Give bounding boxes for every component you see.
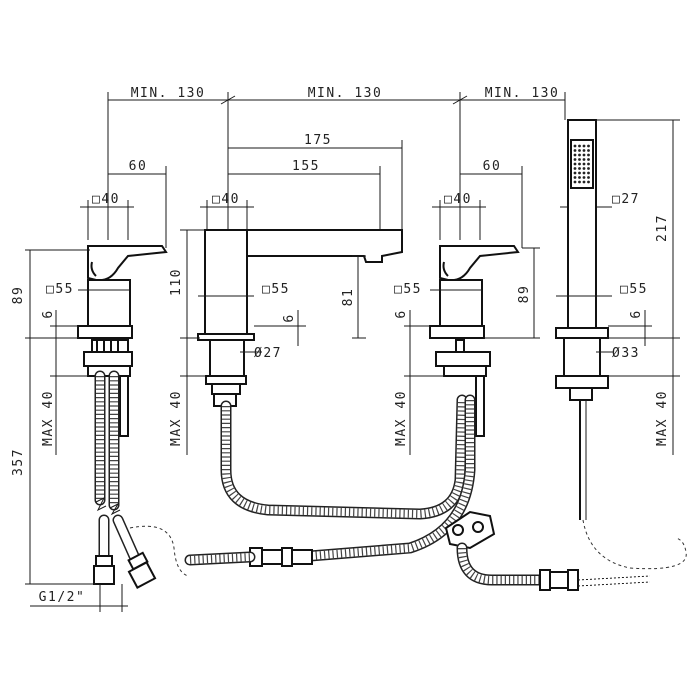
nozzle-dot — [582, 176, 586, 179]
base-h-right: 6 — [394, 309, 409, 318]
nozzle-dot — [587, 144, 590, 148]
left-vertical-dimensions: 89 357 6 MAX 40 □55 G1/2" — [11, 249, 130, 612]
right-valve — [429, 245, 520, 437]
connection-thread: G1/2" — [39, 590, 86, 605]
spout-reach-155: 155 — [292, 159, 320, 174]
base-sq-right-a: □55 — [394, 282, 422, 297]
base-h-left: 6 — [41, 309, 56, 318]
left-hoses — [93, 370, 157, 589]
nozzle-dot — [587, 149, 590, 152]
max-right: MAX 40 — [394, 390, 409, 446]
nozzle-dot — [582, 149, 586, 152]
shower-height: 217 — [655, 214, 670, 242]
nozzle-dot — [578, 176, 581, 179]
height-left: 89 — [11, 286, 26, 305]
max-shower: MAX 40 — [655, 390, 670, 446]
base-h-spout: 6 — [282, 313, 297, 322]
spout — [197, 229, 403, 407]
max-spout: MAX 40 — [169, 390, 184, 446]
hand-shower — [555, 119, 609, 401]
mixer-hose — [129, 394, 476, 577]
nozzle-dot — [587, 162, 590, 166]
nozzle-dot — [578, 171, 581, 175]
base-sq-spout: □55 — [262, 282, 290, 297]
nozzle-dot — [578, 158, 581, 161]
min-spacing-label-2: MIN. 130 — [308, 86, 383, 101]
nozzle-dot — [578, 162, 581, 166]
nozzle-dot — [573, 153, 577, 157]
lever-reach-right: 60 — [483, 159, 502, 174]
base-h-shower: 6 — [629, 309, 644, 318]
nozzle-dot — [587, 153, 590, 157]
nozzle-dot — [573, 149, 577, 152]
shank-spout: Ø27 — [254, 346, 282, 361]
nozzle-dot — [582, 167, 586, 170]
nozzle-dot — [573, 144, 577, 148]
nozzle-dot — [582, 180, 586, 184]
nozzle-dot — [587, 176, 590, 179]
nozzle-dot — [582, 144, 586, 148]
diverter-block — [444, 510, 496, 550]
spout-outlet-height: 81 — [341, 288, 356, 307]
min-spacing-dimensions: MIN. 130 MIN. 130 MIN. 130 — [107, 86, 566, 240]
nozzle-dot — [582, 171, 586, 175]
left-valve — [77, 245, 168, 437]
height-right: 89 — [517, 285, 532, 304]
nozzle-dot — [578, 180, 581, 184]
nozzle-dot — [578, 153, 581, 157]
nozzle-dot — [578, 144, 581, 148]
spout-vertical-dimensions: 110 MAX 40 6 □55 Ø27 81 — [169, 229, 366, 455]
nozzle-dot — [578, 167, 581, 170]
nozzle-dot — [582, 158, 586, 161]
nozzle-dot — [573, 176, 577, 179]
nozzle-dot — [587, 180, 590, 184]
nozzle-dot — [573, 167, 577, 170]
shower-nozzles — [573, 144, 590, 184]
nozzle-dot — [573, 180, 577, 184]
base-sq-right-b: □55 — [620, 282, 648, 297]
height-spout: 110 — [169, 268, 184, 296]
nozzle-dot — [573, 171, 577, 175]
nozzle-dot — [587, 167, 590, 170]
lever-reach-dimensions: 60 60 — [108, 159, 523, 248]
shank-shower: Ø33 — [612, 346, 640, 361]
hose-length: 357 — [11, 448, 26, 476]
min-spacing-label-3: MIN. 130 — [485, 86, 560, 101]
min-spacing-label-1: MIN. 130 — [131, 86, 206, 101]
shower-hose — [456, 400, 687, 591]
nozzle-dot — [582, 153, 586, 157]
handle-sq-left: □40 — [92, 192, 120, 207]
shower-sq: □27 — [612, 192, 640, 207]
nozzle-dot — [587, 158, 590, 161]
nozzle-dot — [582, 162, 586, 166]
lever-reach-left: 60 — [129, 159, 148, 174]
max-left: MAX 40 — [41, 390, 56, 446]
handle-sq-right: □40 — [444, 192, 472, 207]
nozzle-dot — [578, 149, 581, 152]
nozzle-dot — [573, 158, 577, 161]
shower-dimensions: 217 MAX 40 6 □55 Ø33 — [556, 119, 680, 455]
spout-reach-dimensions: 175 155 — [228, 133, 403, 232]
right-vertical-dimensions: 89 6 MAX 40 □55 — [394, 247, 540, 455]
handle-sq-spout: □40 — [212, 192, 240, 207]
nozzle-dot — [587, 171, 590, 175]
base-sq-left: □55 — [46, 282, 74, 297]
spout-hose — [220, 394, 468, 520]
spout-reach-175: 175 — [304, 133, 332, 148]
nozzle-dot — [573, 162, 577, 166]
